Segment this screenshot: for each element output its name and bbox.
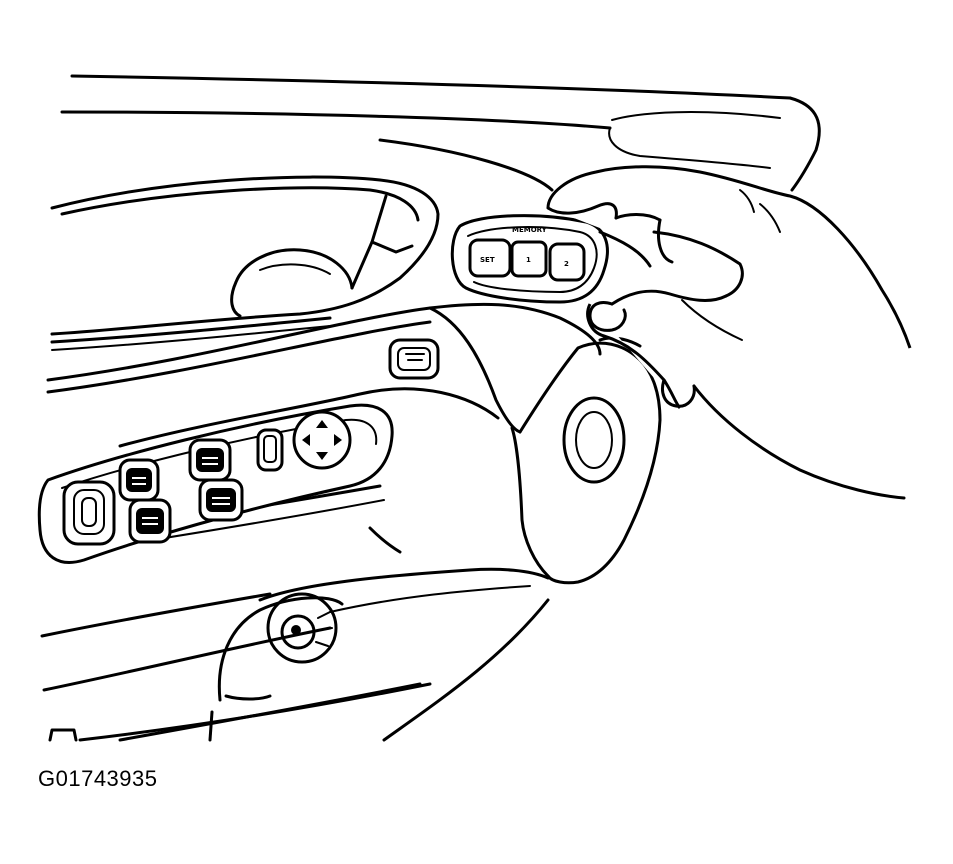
memory-set-label: SET xyxy=(480,256,495,264)
hand xyxy=(548,167,910,498)
door-lock-bezel xyxy=(219,594,342,700)
memory-2-label: 2 xyxy=(564,260,569,268)
figure-id: G01743935 xyxy=(38,766,158,791)
window-opening xyxy=(52,177,438,350)
window-switch-panel xyxy=(39,405,392,562)
memory-switch-panel: MEMORY SET 1 2 xyxy=(452,216,607,302)
memory-label: MEMORY xyxy=(512,226,548,234)
door-upper-trim xyxy=(62,76,819,190)
memory-1-label: 1 xyxy=(526,256,531,264)
small-switch-upper xyxy=(390,340,438,378)
